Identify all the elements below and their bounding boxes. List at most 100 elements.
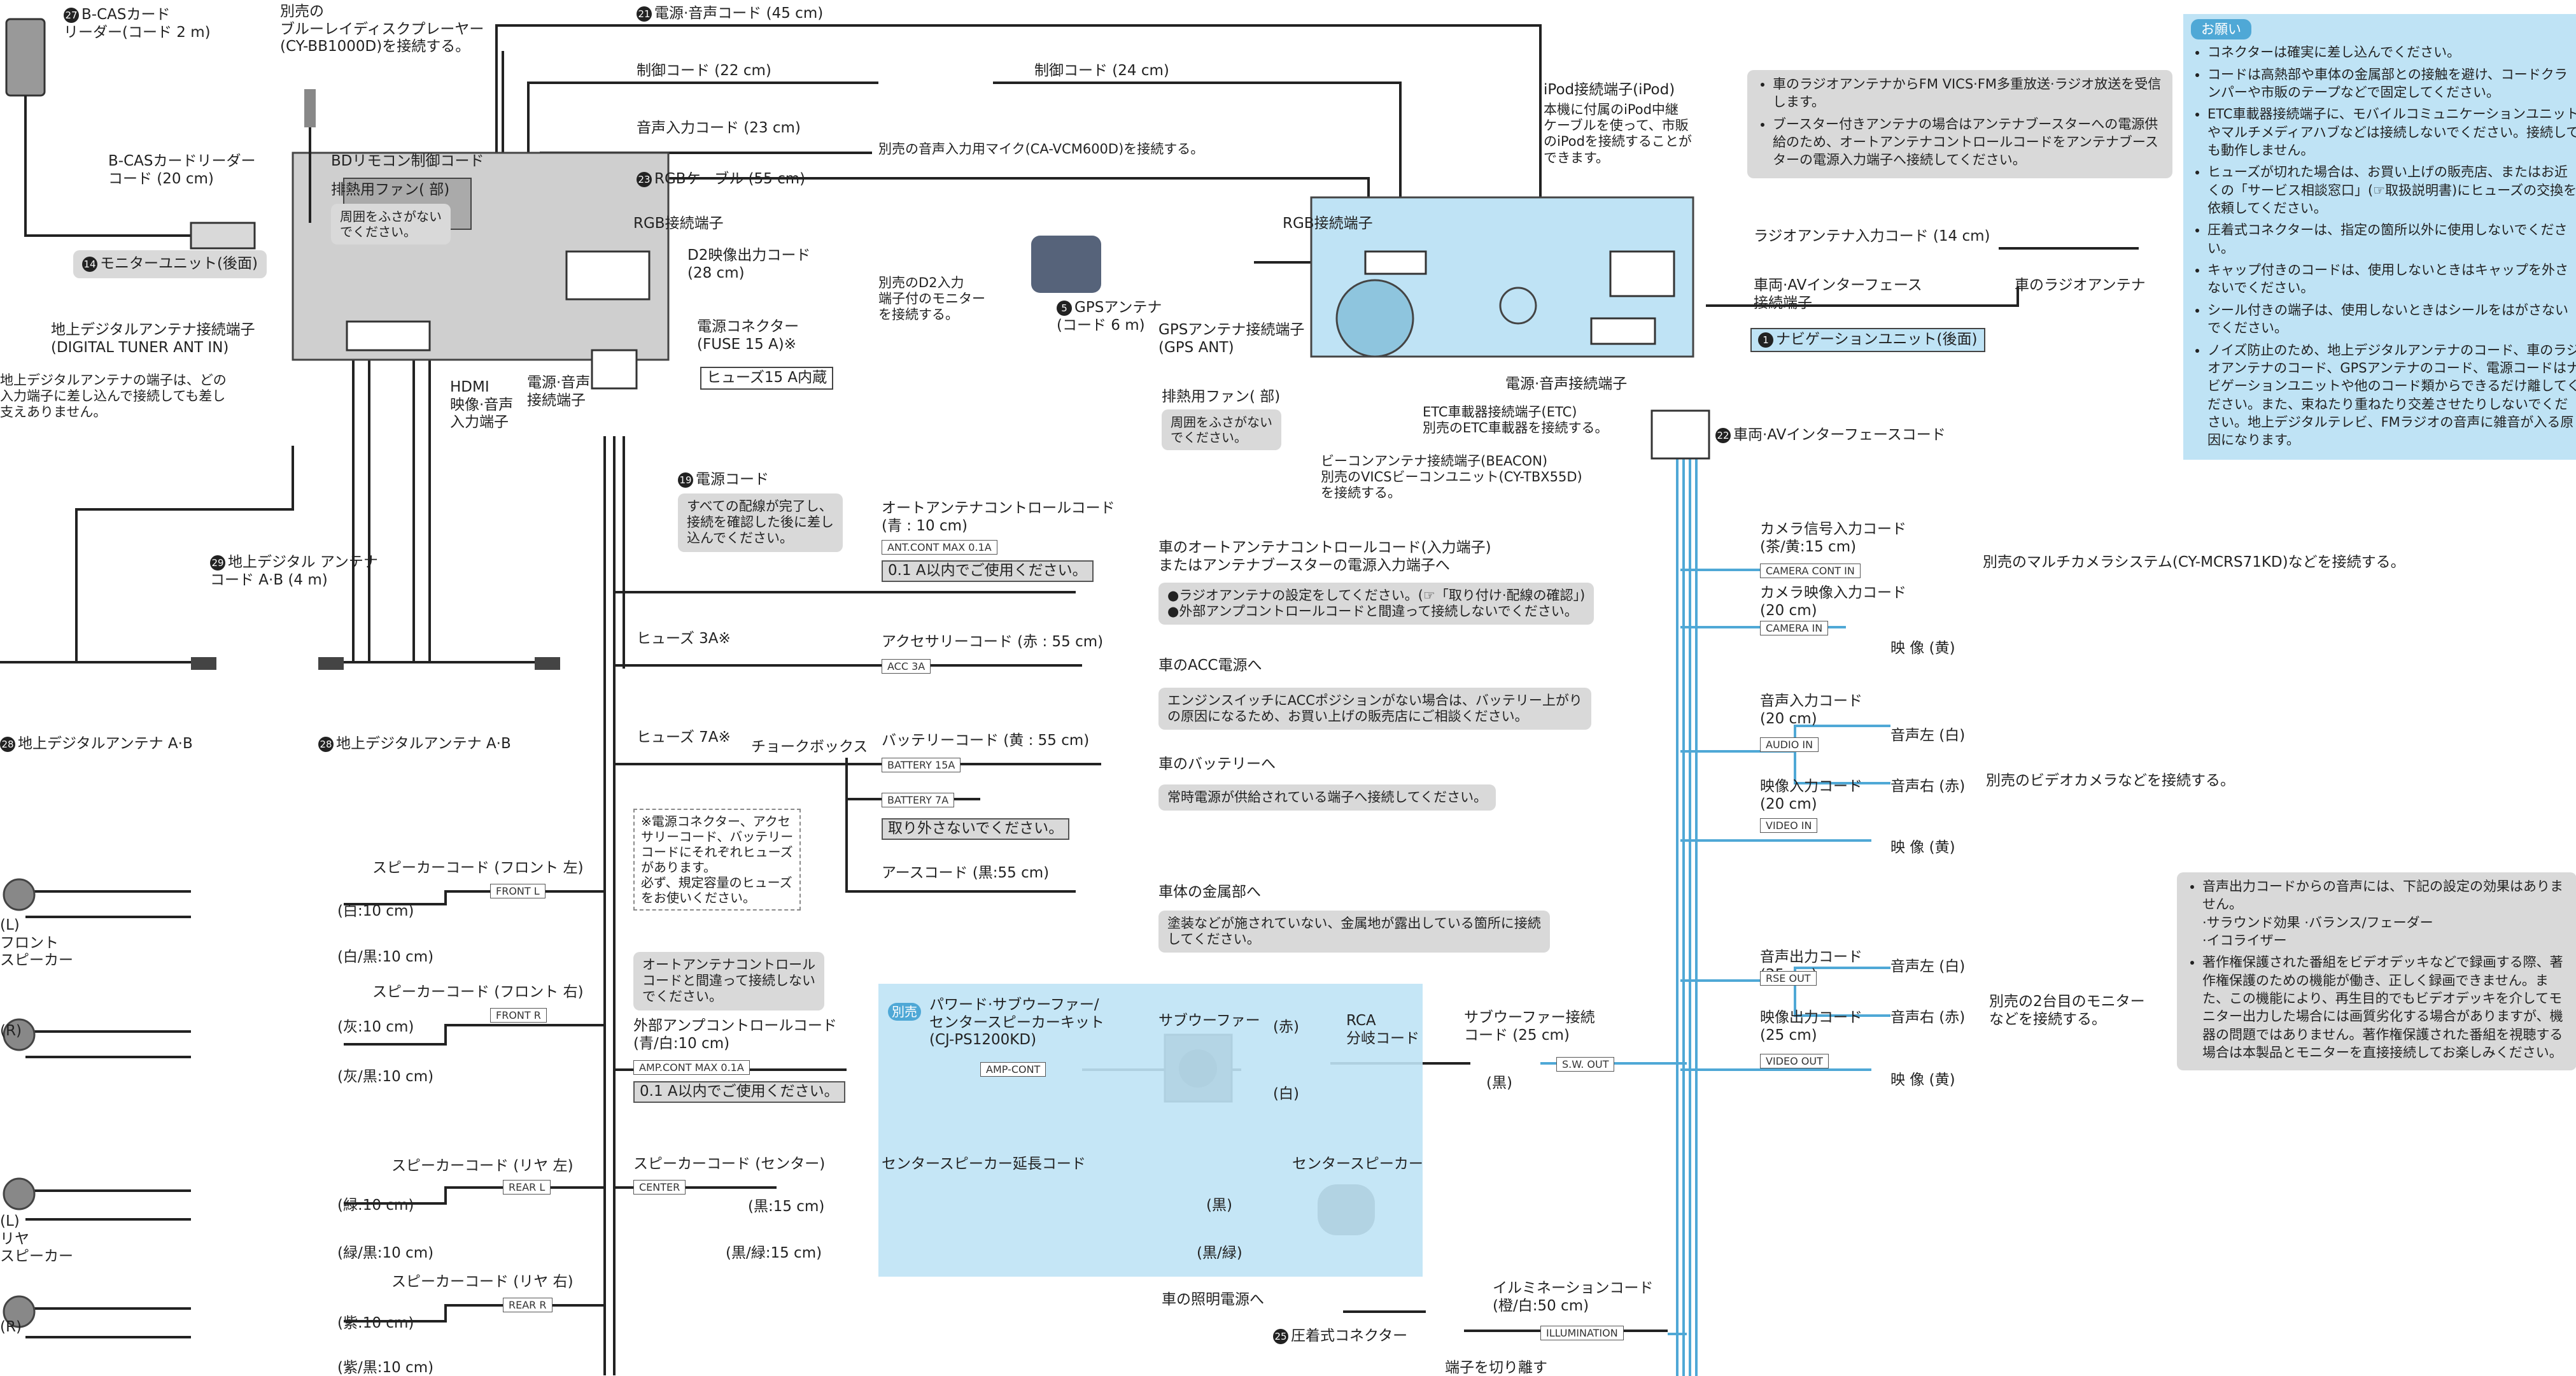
- rear-r-tag: REAR R: [503, 1298, 553, 1312]
- ext-amp-label: 外部アンプコントロールコード (青/白:10 cm): [633, 1018, 837, 1052]
- audio-l-white: 音声左 (白): [1890, 727, 1966, 744]
- acc-note: エンジンスイッチにACCポジションがない場合は、バッテリー上がり の原因になるた…: [1158, 688, 1591, 730]
- audio-l-white2: 音声左 (白): [1890, 958, 1966, 975]
- use-01a-2-label: 0.1 A以内でご使用ください。: [633, 1081, 845, 1103]
- sw-out-tag: S.W. OUT: [1556, 1057, 1615, 1072]
- mic-note: 別売の音声入力用マイク(CA-VCM600D)を接続する。: [878, 141, 1204, 157]
- power-audio-term-label: 電源·音声 接続端子: [527, 374, 591, 409]
- radio-note-1: 車のラジオアンテナからFM VICS·FM多重放送·ラジオ放送を受信します。: [1773, 75, 2164, 111]
- dont-remove-label: 取り外さないでください。: [882, 818, 1070, 840]
- d2-out-label: D2映像出力コード (28 cm): [687, 247, 811, 281]
- green10: (緑:10 cm): [337, 1197, 414, 1214]
- rca-label: RCA 分岐コード: [1346, 1012, 1419, 1047]
- sp-front-r-label: スピーカーコード (フロント 右): [372, 984, 584, 1000]
- front-r-tag: FRONT R: [490, 1008, 547, 1023]
- kit-badge: 別売: [888, 1003, 921, 1021]
- fan2-label: 排熱用ファン( 部): [1162, 388, 1281, 405]
- purple10: (紫:10 cm): [337, 1315, 414, 1331]
- video-in-tag: VIDEO IN: [1760, 818, 1818, 833]
- output-notes: 音声出力コードからの音声には、下記の設定の効果はありません。 ·サラウンド効果 …: [2177, 872, 2576, 1071]
- black-label: (黒): [1206, 1197, 1232, 1214]
- battery-dest: 車のバッテリーへ: [1158, 756, 1276, 772]
- notice-item: キャップ付きのコードは、使用しないときはキャップを外さないでください。: [2207, 261, 2576, 297]
- notice-title: お願い: [2191, 19, 2251, 40]
- output-note: 音声出力コードからの音声には、下記の設定の効果はありません。 ·サラウンド効果 …: [2202, 877, 2568, 949]
- cam-note: 別売のマルチカメラシステム(CY-MCRS71KD)などを接続する。: [1983, 554, 2405, 571]
- notice-item: 圧着式コネクターは、指定の箇所以外に使用しないでください。: [2207, 221, 2576, 257]
- radio-note-2: ブースター付きアンテナの場合はアンテナブースターへの電源供給のため、オートアンテ…: [1773, 115, 2164, 169]
- audio-r-red: 音声右 (赤): [1890, 778, 1966, 795]
- fan2-note: 周囲をふさがない でください。: [1162, 409, 1281, 450]
- battery-7a-tag: BATTERY 7A: [882, 793, 955, 807]
- red-label: (赤): [1273, 1019, 1299, 1035]
- center-ext-label: センタースピーカー延長コード: [882, 1156, 1086, 1172]
- amp-cont-label: AMP-CONT: [980, 1062, 1046, 1077]
- etc-term-label: ETC車載器接続端子(ETC) 別売のETC車載器を接続する。: [1423, 404, 1608, 436]
- sp-rear-l-label: スピーカーコード (リヤ 左): [391, 1158, 574, 1174]
- acc-dest: 車のACC電源へ: [1158, 657, 1262, 674]
- notice-item: ヒューズが切れた場合は、お買い上げの販売店、またはお近くの「サービス相談窓口」(…: [2207, 163, 2576, 217]
- illumination-tag: ILLUMINATION: [1540, 1326, 1624, 1340]
- battery-code-label: バッテリーコード (黄 : 55 cm): [882, 732, 1090, 749]
- purpleblack10: (紫/黒:10 cm): [337, 1359, 434, 1376]
- power-audio-term2-label: 電源·音声接続端子: [1505, 376, 1628, 392]
- cut-terminal-label: 端子を切り離す: [1445, 1359, 1547, 1376]
- fuse-7a-label: ヒューズ 7A※: [637, 729, 731, 746]
- digital-ant-note: 地上デジタルアンテナの端子は、どの 入力端子に差し込んで接続しても差し 支えあり…: [0, 372, 227, 420]
- sub-conn-label: サブウーファー接続 コード (25 cm): [1464, 1009, 1595, 1044]
- radio-notes: 車のラジオアンテナからFM VICS·FM多重放送·ラジオ放送を受信します。ブー…: [1747, 70, 2172, 178]
- illum-dest: 車の照明電源へ: [1162, 1291, 1264, 1308]
- whiteblack10: (白/黒:10 cm): [337, 949, 434, 965]
- sp-front-l-label: スピーカーコード (フロント 左): [372, 860, 584, 876]
- radio-ant-input-label: ラジオアンテナ入力コード (14 cm): [1754, 228, 1990, 245]
- notice-item: コードは高熱部や車体の金属部との接触を避け、コードクランパーや市販のテープなどで…: [2207, 66, 2576, 102]
- auto-ant-ctrl-label: オートアンテナコントロールコード (青 : 10 cm): [882, 500, 1115, 534]
- greyblack10: (灰/黒:10 cm): [337, 1068, 434, 1085]
- output-note: 著作権保護された番組をビデオデッキなどで録画する際、著作権保護のための機能が働き…: [2202, 953, 2568, 1061]
- choke-label: チョークボックス: [751, 739, 868, 755]
- cam-sig-label: カメラ信号入力コード (茶/黄:15 cm): [1760, 521, 1906, 555]
- grey10: (灰:10 cm): [337, 1019, 414, 1035]
- sp-rear-r-label: スピーカーコード (リヤ 右): [391, 1273, 574, 1290]
- rse-out-tag: RSE OUT: [1760, 971, 1817, 986]
- notice-item: ETC車載器接続端子に、モバイルコミュニケーションユニットやマルチメディアハブな…: [2207, 105, 2576, 159]
- d2-note: 別売のD2入力 端子付のモニター を接続する。: [878, 275, 985, 323]
- subwoofer-label: サブウーファー: [1158, 1012, 1260, 1029]
- car-radio-ant-label: 車のラジオアンテナ: [2015, 277, 2146, 294]
- control-code-24-label: 制御コード (24 cm): [1034, 62, 1169, 79]
- ipod-note: 本機に付属のiPod中継 ケーブルを使って、市販 のiPodを接続することが で…: [1544, 102, 1692, 166]
- auto-ant-dest: 車のオートアンテナコントロールコード(入力端子) またはアンテナブースターの電源…: [1158, 539, 1491, 574]
- battery-15a-tag: BATTERY 15A: [882, 758, 961, 772]
- front-l-tag: FRONT L: [490, 884, 545, 898]
- ipod-term-label: iPod接続端子(iPod): [1544, 82, 1675, 98]
- center-speaker-label: センタースピーカー: [1292, 1156, 1423, 1172]
- white10: (白:10 cm): [337, 903, 414, 919]
- audio-in-tag: AUDIO IN: [1760, 737, 1819, 752]
- fan-label: 排熱用ファン( 部): [331, 181, 450, 198]
- rear-l-tag: REAR L: [503, 1180, 551, 1195]
- black15: (黒:15 cm): [748, 1198, 825, 1215]
- use-01a-label: 0.1 A以内でご使用ください。: [882, 560, 1094, 582]
- amp-warning: オートアンテナコントロール コードと間違って接続しない でください。: [633, 952, 825, 1011]
- illum-code-label: イルミネーションコード (橙/白:50 cm): [1493, 1280, 1654, 1314]
- fuse-3a-label: ヒューズ 3A※: [637, 630, 731, 647]
- auto-ant-notes: ●ラジオアンテナの設定をしてください。(☞「取り付け·配線の確認」) ●外部アン…: [1158, 583, 1594, 625]
- rear-speaker-label: (L) リヤ スピーカー (R): [0, 1213, 73, 1335]
- video-out-tag: VIDEO OUT: [1760, 1054, 1829, 1068]
- digital-ant-terminal-label: 地上デジタルアンテナ接続端子 (DIGITAL TUNER ANT IN): [51, 322, 255, 356]
- power-conn-label: 電源コネクター (FUSE 15 A)※: [697, 318, 799, 353]
- notice-item: シール付きの端子は、使用しないときはシールをはがさないでください。: [2207, 301, 2576, 337]
- front-speaker-label: (L) フロント スピーカー (R): [0, 917, 73, 1039]
- beacon-label: ビーコンアンテナ接続端子(BEACON) 別売のVICSビーコンユニット(CY-…: [1321, 453, 1582, 501]
- bcas-reader-label: B-CASカードリーダー コード (20 cm): [108, 153, 256, 187]
- video-yellow2: 映 像 (黄): [1890, 839, 1955, 856]
